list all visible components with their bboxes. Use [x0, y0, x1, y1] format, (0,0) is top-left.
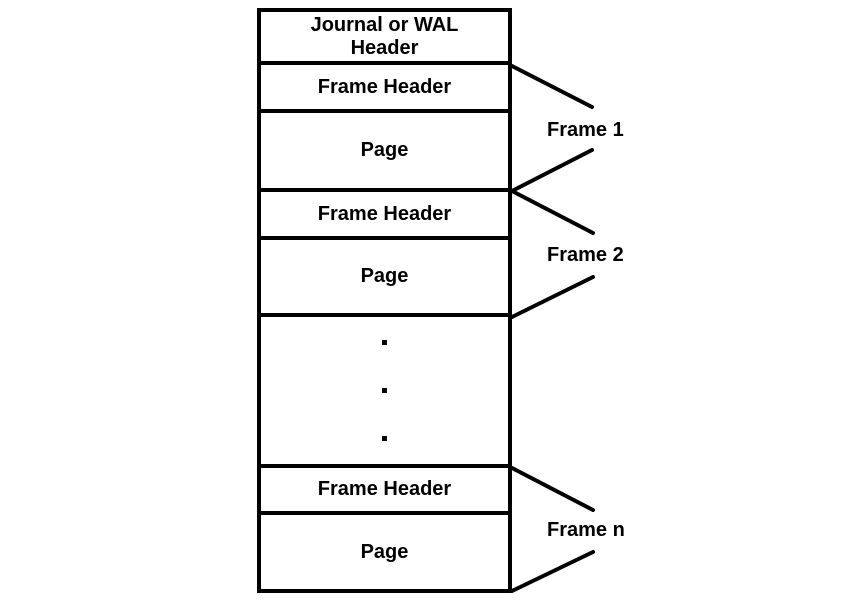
frame1-page-box: Page [261, 113, 508, 192]
frame1-bracket-top-line [510, 64, 594, 109]
frame1-bracket-bottom-line [510, 148, 594, 193]
ellipsis-dot [382, 436, 387, 441]
journal-or-wal-header-label: Journal or WAL Header [310, 14, 459, 59]
frame1-page-label: Page [360, 139, 409, 162]
framen-header-label: Frame Header [317, 478, 452, 501]
ellipsis-dot [382, 340, 387, 345]
framen-header-box: Frame Header [261, 468, 508, 515]
framen-label: Frame n [547, 519, 625, 541]
frame2-label: Frame 2 [547, 244, 624, 266]
journal-or-wal-header-box: Journal or WAL Header [261, 12, 508, 65]
frame1-label: Frame 1 [547, 119, 624, 141]
framen-bracket-top-line [510, 466, 595, 512]
ellipsis-box [261, 317, 508, 468]
framen-page-box: Page [261, 515, 508, 589]
framen-page-label: Page [360, 540, 409, 563]
frame2-bracket-bottom-line [510, 275, 595, 319]
frame1-header-box: Frame Header [261, 65, 508, 113]
frame2-header-label: Frame Header [317, 202, 452, 225]
frame2-page-box: Page [261, 240, 508, 317]
frame1-header-label: Frame Header [317, 75, 452, 98]
ellipsis-dot [382, 388, 387, 393]
frame2-header-box: Frame Header [261, 192, 508, 240]
frame2-page-label: Page [360, 265, 409, 288]
vertical-ellipsis-dots-icon [261, 317, 508, 464]
framen-bracket-bottom-line [510, 550, 595, 593]
wal-file-stack: Journal or WAL Header Frame Header Page … [257, 8, 512, 593]
frame2-bracket-top-line [510, 189, 595, 235]
